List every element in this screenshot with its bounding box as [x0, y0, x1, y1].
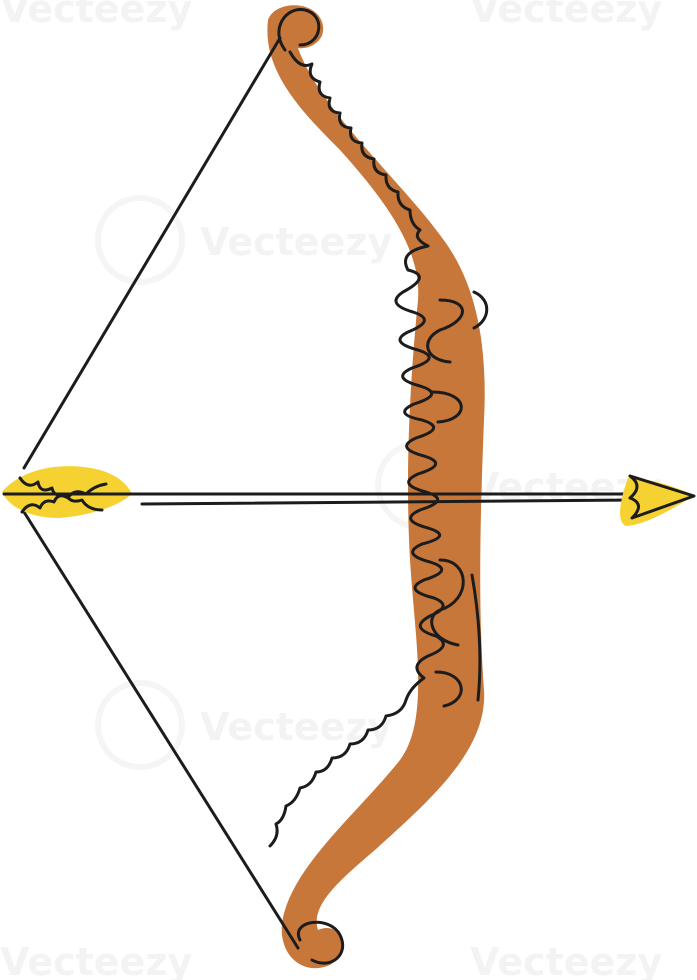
watermark-logo-icon [95, 680, 185, 770]
watermark-logo-icon [95, 195, 185, 285]
watermark-text: Vecteezy [470, 0, 662, 31]
bow-string [22, 36, 300, 950]
bow-outline [277, 8, 489, 965]
arrow-shaft [118, 492, 642, 506]
watermark-text: Vecteezy [470, 940, 662, 980]
watermark-text: Vecteezy [200, 705, 392, 749]
bow-limb [267, 5, 485, 969]
watermark-text: Vecteezy [200, 220, 392, 264]
arrow-head-outline [628, 474, 696, 520]
watermark-text: Vecteezy [0, 940, 192, 980]
arrow-fletching-outline [2, 476, 134, 514]
watermark-text: Vecteezy [0, 0, 192, 31]
bow-squiggle-decoration [268, 50, 445, 848]
bow-grip-loops [426, 298, 465, 708]
